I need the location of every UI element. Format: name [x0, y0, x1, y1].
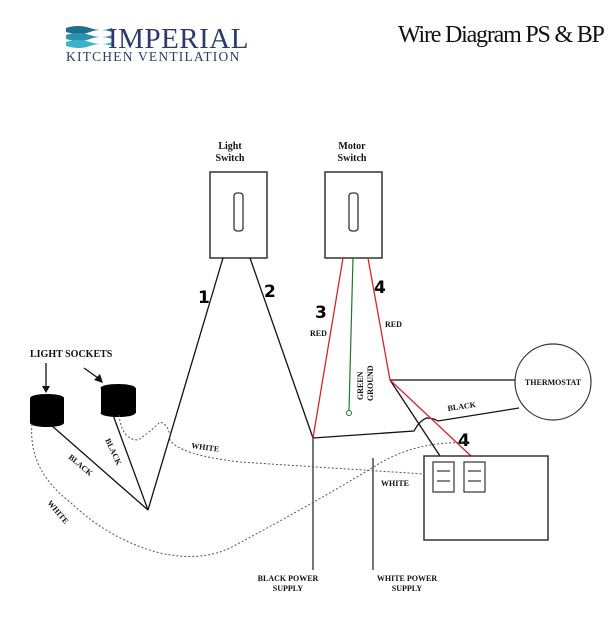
white-power-label-1: WHITE POWER [377, 574, 437, 583]
wire-number-3: 3 [315, 303, 327, 323]
thermostat [514, 343, 592, 421]
label-red-left: RED [310, 329, 327, 338]
wire-number-4: 4 [374, 278, 386, 298]
light-socket-2 [100, 384, 136, 417]
wire-red-to-box [389, 379, 472, 457]
wire-1 [147, 257, 224, 511]
wire-black-socket-1 [50, 424, 149, 511]
diagram-title: Wire Diagram PS & BP [398, 22, 605, 48]
wire-white-socket-1 [31, 423, 471, 557]
wire-number-4b: 4 [458, 431, 470, 451]
wire-black-to-box [389, 379, 441, 457]
label-black-socket-1: BLACK [67, 453, 95, 479]
wave-icon [66, 26, 112, 48]
wire-black-thermostat [312, 407, 520, 439]
wire-white-socket-2 [118, 414, 425, 475]
ground-terminal [346, 410, 352, 416]
light-switch-label-2: Switch [216, 153, 245, 164]
light-sockets-label: LIGHT SOCKETS [30, 349, 113, 360]
wire-green-ground [348, 257, 354, 411]
motor-switch-toggle [348, 192, 359, 232]
arrow-icon [83, 367, 103, 383]
label-black-thermostat: BLACK [447, 400, 477, 413]
motor-switch-label-2: Switch [338, 153, 367, 164]
label-red-right: RED [385, 320, 402, 329]
wire-number-2: 2 [264, 282, 276, 302]
logo-tagline: KITCHEN VENTILATION [66, 49, 240, 64]
label-green: GREEN [356, 371, 365, 400]
terminal-block-1 [432, 461, 455, 493]
light-switch-label-1: Light [218, 141, 242, 152]
wire-4-red [367, 257, 391, 381]
label-white-socket-1: WHITE [45, 499, 70, 526]
white-power-label-2: SUPPLY [392, 584, 423, 593]
black-power-label-2: SUPPLY [273, 584, 304, 593]
wire-3-red [312, 257, 344, 439]
label-black-socket-2: BLACK [103, 437, 124, 467]
thermostat-label: THERMOSTAT [525, 378, 582, 387]
logo-name: IMPERIAL [108, 23, 249, 55]
wire-2 [249, 257, 314, 439]
light-switch-toggle [233, 192, 244, 232]
wire-number-1: 1 [198, 288, 210, 308]
label-ground: GROUND [366, 365, 375, 401]
black-power-label-1: BLACK POWER [258, 574, 319, 583]
arrow-icon [42, 363, 50, 393]
imperial-logo: IMPERIAL KITCHEN VENTILATION [66, 23, 249, 64]
terminal-block-2 [463, 461, 486, 493]
wire-black-socket-2 [112, 414, 149, 511]
label-white-socket-2: WHITE [191, 441, 220, 454]
label-white-box: WHITE [381, 479, 409, 488]
motor-switch-label-1: Motor [338, 141, 366, 152]
light-socket-1 [30, 394, 64, 427]
